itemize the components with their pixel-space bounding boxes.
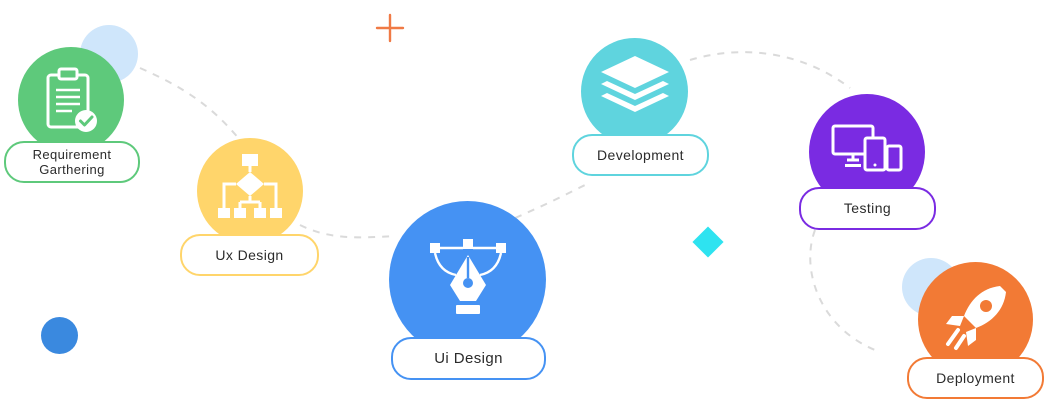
flowchart-icon — [218, 154, 282, 218]
ux-design-step-circle — [197, 138, 303, 244]
plus-icon — [375, 13, 405, 43]
clipboard-check-icon — [46, 67, 97, 132]
deployment-step-label: Deployment — [907, 357, 1044, 399]
layers-icon — [600, 56, 669, 112]
requirement-step-label: Requirement Garthering — [4, 141, 140, 183]
ui-design-step-circle — [389, 201, 546, 358]
requirement-step-circle — [18, 47, 124, 153]
ux-design-step-label: Ux Design — [180, 234, 319, 276]
ui-design-step-label: Ui Design — [391, 337, 546, 380]
development-step-circle — [581, 38, 688, 145]
pen-tool-icon — [429, 239, 506, 314]
development-step-label: Development — [572, 134, 709, 176]
rocket-icon — [945, 286, 1006, 350]
devices-icon — [831, 124, 903, 172]
blue-dot — [41, 317, 78, 354]
testing-step-label: Testing — [799, 187, 936, 230]
